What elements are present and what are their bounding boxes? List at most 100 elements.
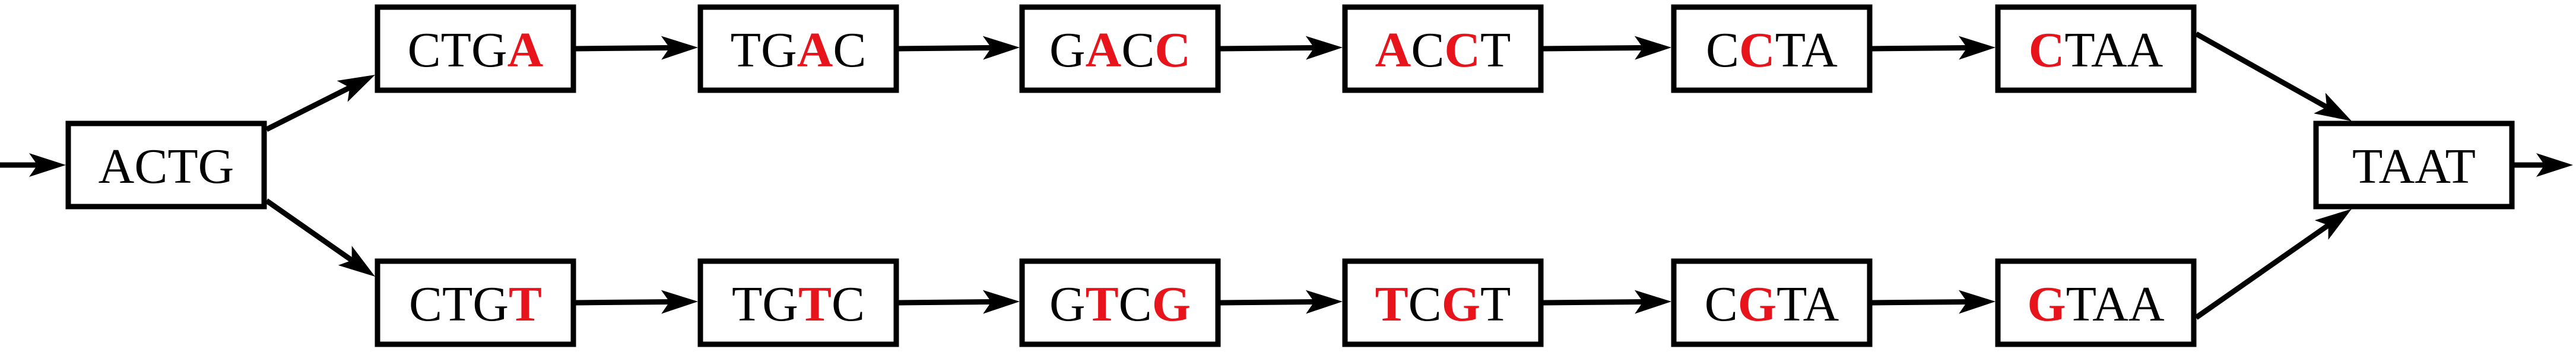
- node-bottom-4: TCGT: [1342, 258, 1544, 347]
- edge-top-3: [1220, 36, 1343, 60]
- node-bottom-6-letters: G: [2027, 277, 2066, 332]
- node-top-5-letters: TA: [1775, 23, 1838, 78]
- edge-bottom-5-line: [1871, 299, 1968, 306]
- node-top-4-letters: A: [1375, 23, 1411, 78]
- node-top-3: GACC: [1019, 4, 1221, 93]
- node-bottom-2-letters: TG: [732, 277, 798, 332]
- node-top-3-letters: A: [1086, 23, 1122, 78]
- node-end-box: [2313, 120, 2515, 210]
- edge-top-5: [1871, 36, 1996, 60]
- node-top-6-letters: TAA: [2064, 23, 2163, 78]
- edge-top-2: [898, 36, 1020, 60]
- edge-top-4-line: [1543, 45, 1644, 52]
- edge-bottom-5: [1871, 290, 1996, 314]
- node-bottom-1-letters: T: [509, 277, 542, 332]
- node-bottom-2-box: [697, 258, 899, 347]
- node-top-3-label: GACC: [1049, 23, 1191, 78]
- node-bottom-3-letters: C: [1119, 277, 1152, 332]
- node-bottom-1-box: [375, 258, 576, 347]
- node-bottom-6: GTAA: [1995, 258, 2197, 347]
- edge-bottom-end-line: [2194, 223, 2330, 320]
- node-bottom-5: CGTA: [1671, 258, 1873, 347]
- node-top-5-letters: C: [1739, 23, 1775, 78]
- node-start-box: [65, 120, 267, 210]
- node-bottom-5-letters: G: [1738, 277, 1776, 332]
- node-top-3-letters: C: [1121, 23, 1154, 78]
- node-top-2-box: [697, 4, 899, 93]
- node-bottom-2-letters: C: [832, 277, 865, 332]
- edge-bottom-2-line: [898, 299, 992, 306]
- node-top-1-letters: CTG: [408, 23, 507, 78]
- edge-out: [2514, 153, 2573, 177]
- node-bottom-4-letters: T: [1480, 277, 1511, 332]
- edge-top-1-head: [661, 36, 698, 60]
- edge-top-4: [1543, 36, 1671, 60]
- node-end-label: TAAT: [2352, 139, 2476, 194]
- edge-top-2-head: [982, 36, 1020, 60]
- node-top-6-box: [1995, 4, 2197, 93]
- node-top-1: CTGA: [375, 4, 576, 93]
- node-top-6: CTAA: [1995, 4, 2197, 93]
- node-top-2-letters: TG: [731, 23, 797, 78]
- edge-in-head: [29, 153, 66, 177]
- edge-top-1-line: [575, 45, 670, 52]
- node-bottom-1: CTGT: [375, 258, 576, 347]
- node-top-6-letters: C: [2029, 23, 2065, 78]
- node-bottom-3-letters: G: [1152, 277, 1191, 332]
- edge-in: [0, 153, 66, 177]
- node-top-4-letters: T: [1480, 23, 1511, 78]
- edge-bottom-3: [1220, 290, 1343, 314]
- node-bottom-1-label: CTGT: [409, 277, 542, 332]
- edge-bottom-end: [2194, 209, 2352, 320]
- node-top-5-label: CCTA: [1706, 23, 1838, 78]
- node-bottom-4-label: TCGT: [1375, 277, 1511, 332]
- node-top-3-letters: C: [1154, 23, 1191, 78]
- node-top-2: TGAC: [697, 4, 899, 93]
- node-start-letters: ACTG: [99, 139, 234, 194]
- node-bottom-2: TGTC: [697, 258, 899, 347]
- node-bottom-4-letters: T: [1375, 277, 1408, 332]
- node-start: ACTG: [65, 120, 267, 210]
- edge-bottom-4-head: [1634, 290, 1671, 314]
- node-top-1-box: [375, 4, 576, 93]
- node-top-4-label: ACCT: [1375, 23, 1511, 78]
- edge-top-2-line: [898, 45, 992, 52]
- node-bottom-3-box: [1019, 258, 1221, 347]
- node-top-5-letters: C: [1706, 23, 1739, 78]
- edge-top-1: [575, 36, 698, 60]
- edge-top-4-head: [1634, 36, 1671, 60]
- edge-bottom-1: [575, 290, 698, 314]
- node-top-4-letters: C: [1444, 23, 1480, 78]
- node-bottom-5-box: [1671, 258, 1873, 347]
- edge-start-top: [265, 75, 375, 132]
- edge-bottom-4: [1543, 290, 1671, 314]
- edge-bottom-1-head: [661, 290, 698, 314]
- node-bottom-3-letters: G: [1049, 277, 1086, 332]
- edge-top-5-line: [1871, 45, 1968, 52]
- node-bottom-6-letters: TAA: [2066, 277, 2165, 332]
- edge-top-5-head: [1958, 36, 1996, 60]
- edge-top-3-line: [1220, 45, 1315, 52]
- edge-bottom-end-head: [2314, 209, 2352, 240]
- node-bottom-4-letters: C: [1408, 277, 1442, 332]
- edge-top-end: [2194, 31, 2352, 121]
- edge-start-top-head: [337, 75, 375, 102]
- edge-start-top-line: [265, 85, 351, 132]
- edge-bottom-5-head: [1958, 290, 1996, 314]
- node-top-2-letters: A: [797, 23, 833, 78]
- node-top-3-box: [1019, 4, 1221, 93]
- node-top-1-label: CTGA: [408, 23, 544, 78]
- node-end-letters: TAAT: [2352, 139, 2476, 194]
- node-top-1-letters: A: [507, 23, 544, 78]
- node-bottom-1-letters: CTG: [409, 277, 509, 332]
- edge-bottom-1-line: [575, 299, 670, 306]
- edge-bottom-2: [898, 290, 1020, 314]
- node-end: TAAT: [2313, 120, 2515, 210]
- edge-start-bottom-head: [338, 246, 375, 277]
- node-bottom-2-letters: T: [798, 277, 832, 332]
- edge-out-head: [2536, 153, 2573, 177]
- node-top-4-letters: C: [1411, 23, 1444, 78]
- node-bottom-2-label: TGTC: [732, 277, 865, 332]
- node-top-5: CCTA: [1671, 4, 1873, 93]
